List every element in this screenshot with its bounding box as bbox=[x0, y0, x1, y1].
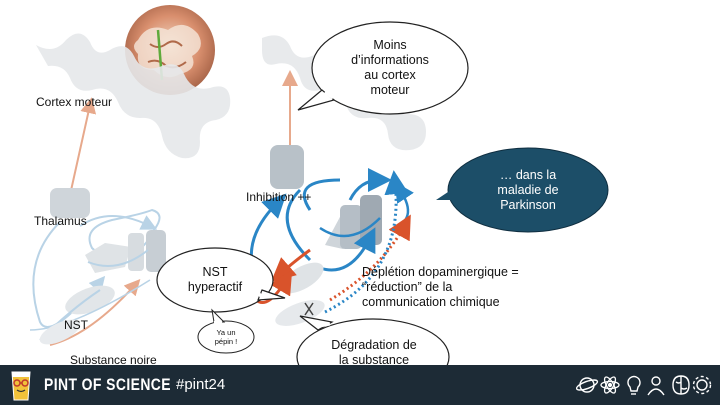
lightbulb-icon bbox=[627, 375, 641, 395]
footer-icons bbox=[576, 375, 712, 396]
label-thalamus: Thalamus bbox=[34, 214, 87, 228]
left-circuit bbox=[29, 97, 166, 346]
right-circuit bbox=[249, 70, 414, 326]
pint-glass-icon bbox=[11, 371, 31, 401]
bubble-degradation-shape bbox=[296, 315, 450, 365]
user-icon bbox=[647, 376, 665, 396]
bubble-pepin-shape bbox=[197, 308, 255, 354]
bubble-nst-shape bbox=[156, 247, 286, 313]
label-substance-noire: Substance noire bbox=[70, 353, 157, 367]
bubble-parkinson-shape bbox=[436, 147, 609, 233]
footer-hashtag: #pint24 bbox=[176, 376, 226, 393]
footer-brand: PINT OF SCIENCE bbox=[44, 375, 171, 394]
planet-icon bbox=[576, 377, 599, 393]
gear-icon bbox=[692, 375, 712, 395]
bubble-moins-info: Moins d’informations au cortex moteur bbox=[351, 38, 429, 97]
left-cortex-shape bbox=[36, 33, 231, 159]
footer-bar: PINT OF SCIENCE #pint24 bbox=[0, 365, 720, 405]
atom-icon bbox=[600, 376, 620, 394]
brain-icon bbox=[672, 375, 690, 395]
bubble-moins-info-shape bbox=[297, 21, 469, 115]
bubble-nst-hyperactif: NST hyperactif bbox=[187, 265, 243, 294]
annotation-depletion: Déplétion dopaminergique = “réduction” d… bbox=[362, 265, 519, 309]
basal-ganglia-diagram bbox=[29, 5, 609, 365]
bubble-parkinson: … dans la maladie de Parkinson bbox=[497, 168, 559, 212]
label-cortex-moteur: Cortex moteur bbox=[36, 95, 113, 109]
bubble-pepin: Ya un pépin ! bbox=[214, 328, 238, 346]
label-nst: NST bbox=[64, 318, 88, 332]
label-inhibition: Inhibition ++ bbox=[246, 190, 312, 204]
